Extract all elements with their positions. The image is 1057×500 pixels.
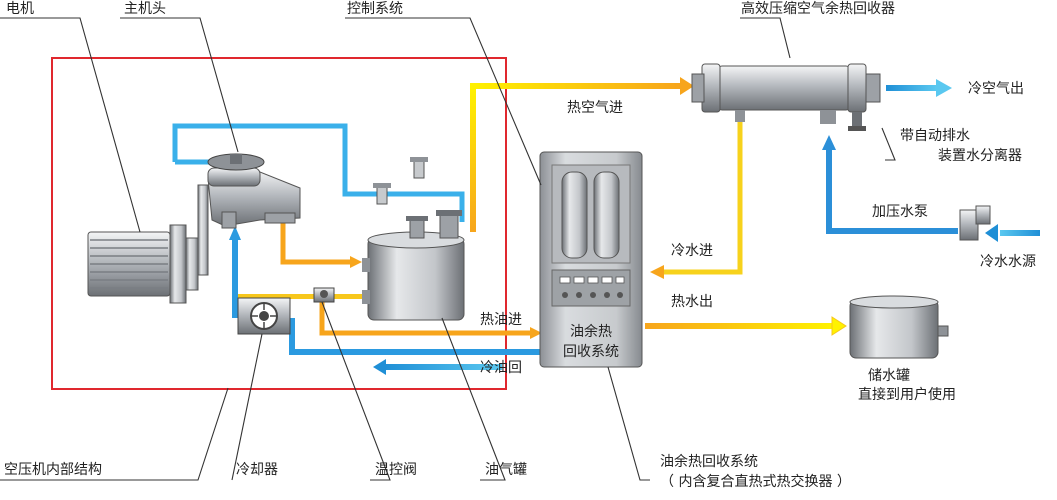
oil-recovery-cabinet	[539, 151, 643, 368]
cold-oil-return-arrow-shaft	[384, 364, 502, 370]
hot-air-pipe	[470, 77, 694, 232]
head-to-tank-arrow	[350, 256, 362, 268]
label-motor: 电机	[6, 1, 34, 17]
hot-water-out-arrow	[831, 316, 847, 336]
oil-up-arrow	[229, 226, 241, 240]
label-cold-water-source: 冷水水源	[980, 254, 1036, 270]
cooler	[237, 297, 291, 335]
pressure-pump	[959, 205, 991, 241]
pump-to-separator-pipe	[822, 135, 958, 234]
label-cold-water-in: 冷水进	[671, 243, 713, 259]
cold-oil-return-arrow	[373, 359, 386, 375]
hot-water-out-shaft	[645, 323, 833, 329]
label-thermo-valve: 温控阀	[375, 462, 417, 478]
label-oil-gas-tank: 油气罐	[485, 462, 527, 478]
cold-water-source-shaft	[1000, 230, 1040, 236]
label-control-system: 控制系统	[347, 1, 403, 17]
hot-oil-pipe	[236, 294, 542, 339]
label-cooler: 冷却器	[236, 462, 278, 478]
thermo-valve	[313, 287, 335, 303]
cold-water-in-arrow	[650, 265, 664, 279]
label-oil-system-2: （ 内含复合直热式热交换器 ）	[660, 473, 851, 490]
label-pressure-pump: 加压水泵	[872, 204, 928, 220]
cold-air-out-arrow	[936, 79, 952, 97]
air-heat-recovery-unit	[691, 63, 881, 131]
label-auto-drain-2: 装置水分离器	[938, 147, 1022, 164]
cold-water-source-arrow	[985, 224, 998, 242]
label-main-head: 主机头	[124, 1, 166, 17]
leader-lines	[0, 17, 896, 481]
valve-1	[410, 157, 428, 179]
label-storage-tank-2: 直接到用户使用	[858, 386, 956, 403]
label-auto-drain-1: 带自动排水	[900, 128, 970, 144]
label-oil-system-1: 油余热回收系统	[660, 453, 758, 470]
compressor-boundary	[51, 57, 507, 390]
label-storage-tank-1: 储水罐	[868, 368, 910, 384]
main-head	[207, 153, 301, 229]
motor	[87, 224, 199, 304]
cold-oil-return-pipe	[232, 240, 545, 355]
label-hot-air-in: 热空气进	[567, 100, 623, 116]
label-hot-water-out: 热水出	[671, 294, 713, 310]
label-cold-oil-return: 冷油回	[480, 360, 522, 376]
oil-gas-tank	[362, 210, 465, 321]
cold-water-in-pipe	[650, 112, 743, 279]
oil-recovery-label-1: 油余热	[570, 323, 612, 340]
valve-2	[373, 183, 391, 205]
cold-air-out-shaft	[886, 85, 936, 91]
hot-oil-in-arrow	[530, 327, 542, 339]
label-cold-air-out: 冷空气出	[968, 81, 1024, 97]
pump-up-arrow	[822, 135, 836, 150]
label-compressor-internal: 空压机内部结构	[4, 462, 102, 478]
label-air-recovery: 高效压缩空气余热回收器	[741, 0, 895, 17]
oil-recovery-label-2: 回收系统	[563, 344, 619, 360]
storage-tank	[849, 295, 949, 359]
coupling	[197, 184, 209, 276]
label-hot-oil-in: 热油进	[480, 312, 522, 328]
head-to-tank-pipe	[280, 222, 362, 268]
hot-air-in-arrow	[680, 77, 694, 95]
